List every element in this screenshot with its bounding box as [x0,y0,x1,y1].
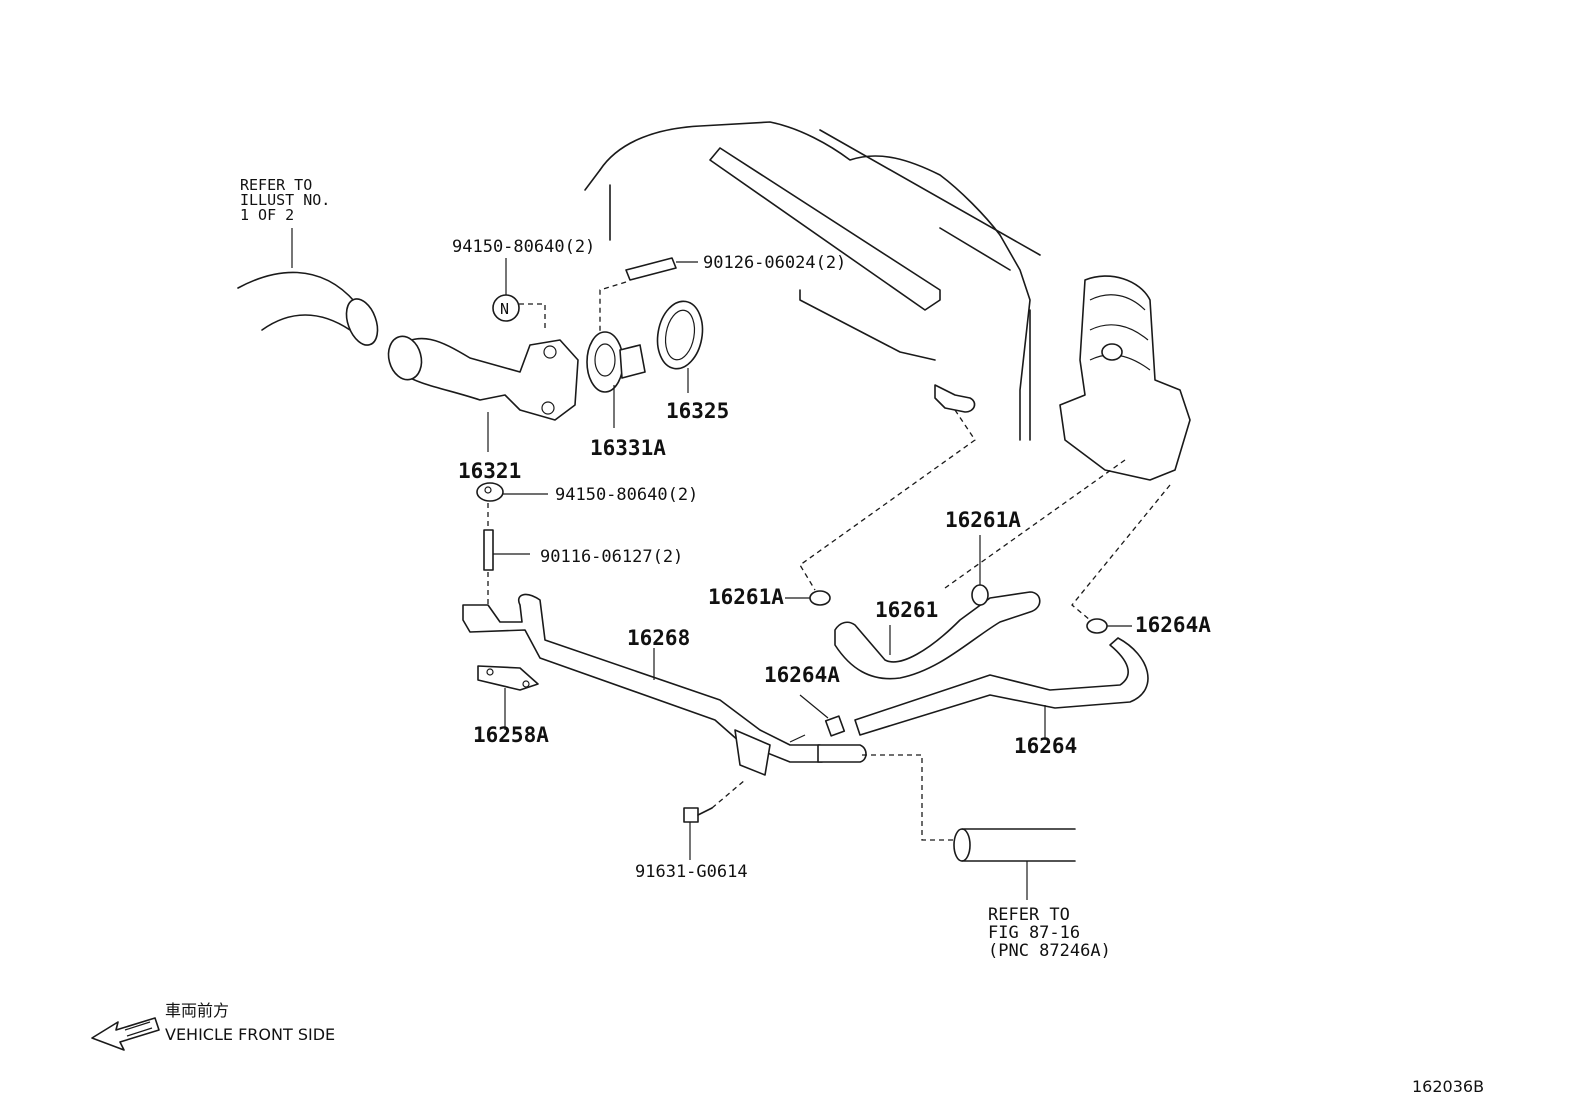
engine-block [584,121,1041,441]
refer-top-line-1: REFER TO [240,176,312,194]
nut-marker: N [500,300,509,318]
label-16325: 16325 [666,399,729,423]
clamp-16261A-left [785,590,831,606]
stud-90126 [599,257,698,338]
label-91631: 91631-G0614 [635,862,748,882]
label-90126: 90126-06024(2) [703,253,846,273]
refer-bottom-line-1: REFER TO [988,905,1070,925]
refer-bottom-line-2: FIG 87-16 [988,923,1080,943]
thermostat-16331A [586,331,646,428]
gasket-16258A [477,665,539,730]
label-16261: 16261 [875,598,938,622]
nut-94150-mid [476,482,548,502]
hose-16264 [854,637,1149,740]
label-16261A-left: 16261A [708,585,784,609]
label-90116: 90116-06127(2) [540,547,683,567]
clamp-16264A-left [799,694,846,737]
label-16264: 16264 [1014,734,1077,758]
bolt-91631 [683,779,746,860]
label-16331A: 16331A [590,436,666,460]
label-16321: 16321 [458,459,521,483]
nut-94150-top: N [492,258,546,330]
radiator-hose-bottom [953,828,1076,900]
label-16264A-left: 16264A [764,663,840,687]
engine-fitting [934,384,976,413]
front-arrow-icon [91,1017,160,1051]
water-inlet-16321 [387,335,579,452]
hose-16261 [834,591,1041,680]
clamp-16264A-right [1086,618,1132,634]
label-16261A-top: 16261A [945,508,1021,532]
refer-top-line-3: 1 OF 2 [240,206,294,224]
label-94150-top: 94150-80640(2) [452,237,595,257]
refer-bottom-line-3: (PNC 87246A) [988,941,1111,961]
direction-jp: 車両前方 [165,1001,229,1020]
throttle-body [1059,275,1191,481]
refer-top-line-2: ILLUST NO. [240,191,330,209]
label-16258A: 16258A [473,723,549,747]
stud-90116 [483,503,530,605]
figure-number: 162036B [1412,1077,1484,1096]
clamp-16261A-top [971,535,989,606]
direction-en: VEHICLE FRONT SIDE [165,1025,335,1044]
connect-dash-bottom [862,754,955,841]
label-16264A-right: 16264A [1135,613,1211,637]
gasket-16325 [656,300,704,393]
radiator-hose-top [237,228,379,346]
label-94150-mid: 94150-80640(2) [555,485,698,505]
label-16268: 16268 [627,626,690,650]
